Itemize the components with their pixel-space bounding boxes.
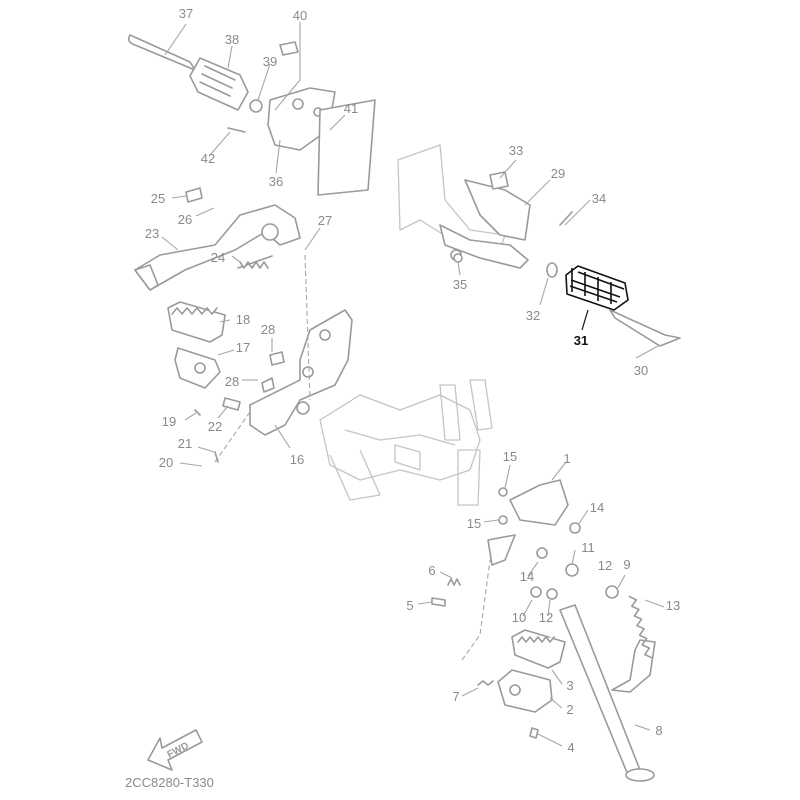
callout-42: 42 [201, 151, 215, 166]
callout-14b: 14 [520, 569, 534, 584]
callout-19: 19 [162, 414, 176, 429]
callout-28a: 28 [261, 322, 275, 337]
callout-labels: 37 40 38 39 41 42 36 33 29 34 25 26 27 2… [145, 6, 680, 755]
callout-12a: 12 [598, 558, 612, 573]
callout-18: 18 [236, 312, 250, 327]
callout-13: 13 [666, 598, 680, 613]
callout-34: 34 [592, 191, 606, 206]
callout-35: 35 [453, 277, 467, 292]
callout-7: 7 [452, 689, 459, 704]
frame-outline [319, 379, 493, 506]
fwd-arrow-icon: FWD [147, 729, 203, 771]
callout-23: 23 [145, 226, 159, 241]
rear-footrest-bracket-right [397, 144, 531, 269]
callout-26: 26 [178, 212, 192, 227]
callout-16: 16 [290, 452, 304, 467]
callout-4: 4 [567, 740, 574, 755]
callout-12b: 12 [539, 610, 553, 625]
front-footrest-right [497, 629, 566, 739]
callout-21: 21 [178, 436, 192, 451]
callout-8: 8 [655, 723, 662, 738]
callout-15b: 15 [467, 516, 481, 531]
callout-29: 29 [551, 166, 565, 181]
front-footrest-left [167, 301, 241, 463]
side-stand [487, 479, 656, 782]
callout-14a: 14 [590, 500, 604, 515]
leader-lines [161, 22, 665, 747]
callout-2: 2 [566, 702, 573, 717]
callout-1: 1 [563, 451, 570, 466]
callout-6: 6 [428, 563, 435, 578]
drawing-code: 2CC8280-T330 [125, 775, 214, 790]
footrest-pin-30 [546, 211, 681, 347]
callout-15a: 15 [503, 449, 517, 464]
misc-bolts-springs [431, 253, 548, 686]
footrest-rubber-31 [565, 265, 629, 311]
callout-40: 40 [293, 8, 307, 23]
callout-11: 11 [581, 540, 595, 555]
callout-5: 5 [406, 598, 413, 613]
callout-28b: 28 [225, 374, 239, 389]
callout-17: 17 [236, 340, 250, 355]
callout-27: 27 [318, 213, 332, 228]
callout-10: 10 [512, 610, 526, 625]
callout-9: 9 [623, 557, 630, 572]
callout-41: 41 [344, 101, 358, 116]
callout-22: 22 [208, 419, 222, 434]
brake-pedal [134, 187, 301, 291]
callout-38: 38 [225, 32, 239, 47]
callout-25: 25 [151, 191, 165, 206]
callout-3: 3 [566, 678, 573, 693]
callout-33: 33 [509, 143, 523, 158]
callout-39: 39 [263, 54, 277, 69]
callout-31: 31 [574, 333, 588, 348]
callout-20: 20 [159, 455, 173, 470]
callout-37: 37 [179, 6, 193, 21]
rear-footrest-bracket-left [128, 34, 376, 196]
callout-36: 36 [269, 174, 283, 189]
callout-24: 24 [211, 250, 225, 265]
callout-32: 32 [526, 308, 540, 323]
callout-30: 30 [634, 363, 648, 378]
footrest-bracket-16 [249, 309, 353, 436]
